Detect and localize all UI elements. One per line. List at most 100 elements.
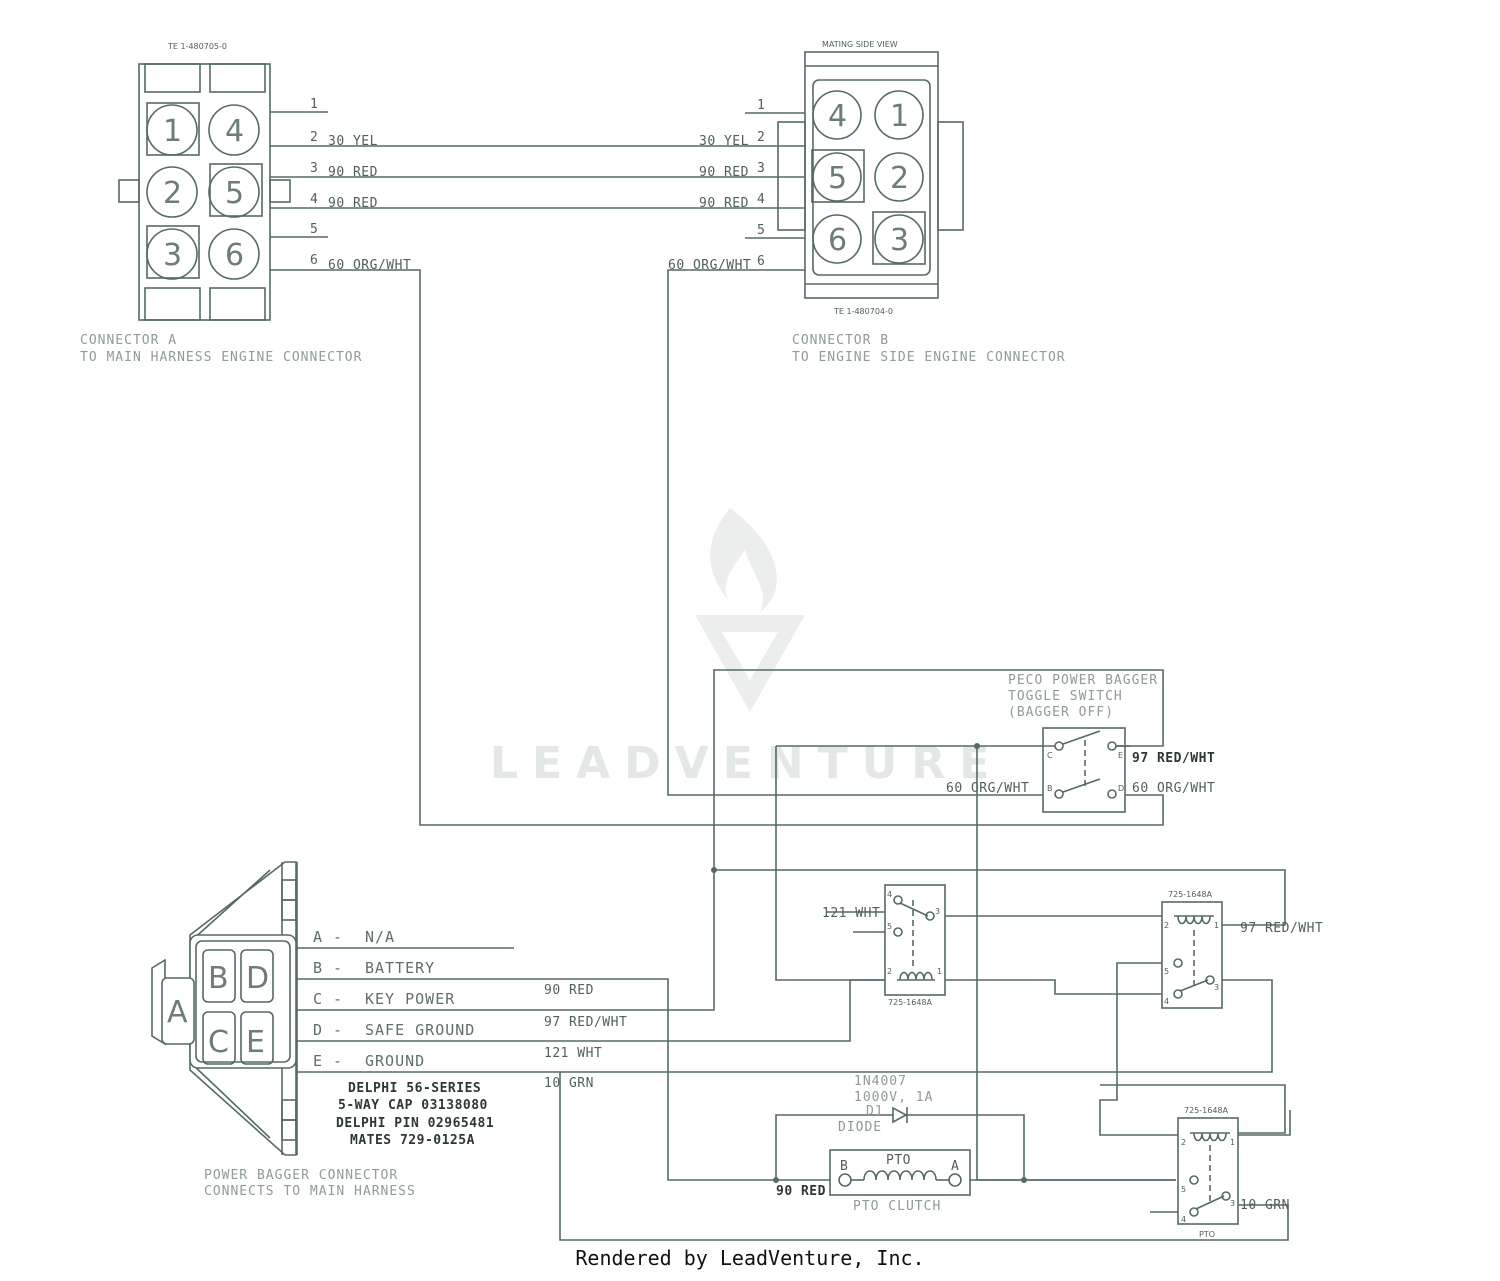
power-connector-caption: POWER BAGGER CONNECTOR [204, 1168, 398, 1183]
wire-number: 1 [757, 98, 765, 113]
relay-part-number: 725-1648A [1168, 890, 1213, 899]
cavity-label: E [246, 1025, 265, 1060]
connector-b-caption: TO ENGINE SIDE ENGINE CONNECTOR [792, 350, 1066, 365]
pin-name: GROUND [365, 1052, 425, 1070]
relay-part-number: 725-1648A [1184, 1106, 1229, 1115]
pin-name: N/A [365, 928, 395, 946]
diode-icon [892, 1106, 908, 1124]
pto-caption: PTO CLUTCH [853, 1199, 941, 1214]
connector-b-header: MATING SIDE VIEW [822, 40, 898, 49]
watermark: LEADVENTURE [490, 508, 989, 789]
wire-label: 121 WHT [822, 906, 880, 921]
pto-clutch: PTO B A PTO CLUTCH 90 RED [776, 1149, 971, 1214]
connector-spec: MATES 729-0125A [350, 1133, 475, 1148]
terminal-label: C [1047, 751, 1053, 760]
wire-label: 97 RED/WHT [1240, 921, 1323, 936]
connector-b-part-number: TE 1-480704-0 [833, 307, 893, 316]
pin-label: 2 [890, 161, 909, 196]
wire-number: 4 [757, 192, 765, 207]
terminal-label: 4 [1181, 1215, 1186, 1224]
wire-number: 4 [310, 192, 318, 207]
wire-label: 97 RED/WHT [544, 1015, 627, 1030]
wire-label: 121 WHT [544, 1046, 602, 1061]
connector-b-caption: CONNECTOR B [792, 333, 889, 348]
wire-label: 10 GRN [1240, 1198, 1290, 1213]
wire-label: 90 RED [544, 983, 594, 998]
connector-spec: DELPHI PIN 02965481 [336, 1116, 494, 1131]
connector-a-caption: TO MAIN HARNESS ENGINE CONNECTOR [80, 350, 362, 365]
toggle-label: PECO POWER BAGGER [1008, 673, 1158, 688]
terminal-label: 1 [1230, 1138, 1235, 1147]
pin-label: 4 [828, 99, 847, 134]
coil-icon [863, 1170, 937, 1181]
terminal-label: 2 [1164, 921, 1169, 930]
terminal-label: D [1118, 784, 1124, 793]
relay-1: 4 3 5 2 1 725-1648A 121 WHT [822, 884, 946, 1007]
pin-label: 3 [890, 223, 909, 258]
pin-label: 1 [890, 99, 909, 134]
wire-number: 2 [757, 130, 765, 145]
toggle-label: (BAGGER OFF) [1008, 705, 1114, 720]
harness-wires [297, 669, 1291, 1241]
terminal-label: 4 [1164, 997, 1169, 1006]
diode-label: 1N4007 [854, 1074, 907, 1089]
connector-a-part-number: TE 1-480705-0 [167, 42, 227, 51]
pin-label: 2 [163, 176, 182, 211]
pin-letter: C - [313, 990, 343, 1008]
terminal-label: E [1118, 751, 1123, 760]
pin-letter: E - [313, 1052, 343, 1070]
pin-label: 5 [828, 161, 847, 196]
diode-label: DIODE [838, 1120, 882, 1135]
pin-label: 6 [225, 238, 244, 273]
pin-name: BATTERY [365, 959, 435, 977]
wire-number: 3 [757, 161, 765, 176]
pto-terminal-b: B [840, 1159, 848, 1174]
relay-bottom-label: PTO [1199, 1230, 1215, 1239]
wire-number: 5 [310, 222, 318, 237]
connector-b: MATING SIDE VIEW TE 1-480704-0 4 1 5 2 6… [668, 40, 1066, 365]
terminal-label: B [1047, 784, 1053, 793]
wire-number: 2 [310, 130, 318, 145]
wire-number: 6 [310, 253, 318, 268]
wire-label: 10 GRN [544, 1076, 594, 1091]
a-b-wires [270, 145, 1164, 826]
terminal-label: 5 [887, 922, 892, 931]
wire-number: 6 [757, 254, 765, 269]
pin-label: 3 [163, 238, 182, 273]
pin-label: 5 [225, 176, 244, 211]
diode-label: 1000V, 1A [854, 1090, 933, 1105]
power-connector-caption: CONNECTS TO MAIN HARNESS [204, 1184, 416, 1199]
diode: 1N4007 1000V, 1A D1 DIODE [838, 1074, 933, 1135]
connector-a: TE 1-480705-0 1 4 2 5 3 6 1 2 3 4 5 6 30… [80, 42, 411, 365]
pto-terminal-a: A [951, 1159, 959, 1174]
v-logo-icon [695, 615, 805, 712]
wire-label: 60 ORG/WHT [1132, 781, 1215, 796]
pin-letter: B - [313, 959, 343, 977]
connector-a-caption: CONNECTOR A [80, 333, 177, 348]
power-bagger-connector: B D A C E A - B - C - D - E - N/A BATTER… [151, 861, 627, 1199]
pin-label: 4 [225, 114, 244, 149]
wire-number: 5 [757, 223, 765, 238]
pin-letter: A - [313, 928, 343, 946]
terminal-label: 3 [1214, 983, 1219, 992]
terminal-label: 1 [937, 967, 942, 976]
toggle-switch: PECO POWER BAGGER TOGGLE SWITCH (BAGGER … [946, 673, 1215, 813]
terminal-label: 1 [1214, 921, 1219, 930]
terminal-label: 5 [1181, 1185, 1186, 1194]
flame-logo-icon [710, 508, 777, 612]
pin-label: 1 [163, 114, 182, 149]
pin-name: SAFE GROUND [365, 1021, 475, 1039]
wire-label: 60 ORG/WHT [946, 781, 1029, 796]
terminal-label: 2 [1181, 1138, 1186, 1147]
wire-label: 90 RED [776, 1184, 826, 1199]
terminal-label: 3 [1230, 1199, 1235, 1208]
terminal-label: 4 [887, 890, 892, 899]
wire-number: 3 [310, 161, 318, 176]
pin-label: 6 [828, 223, 847, 258]
toggle-label: TOGGLE SWITCH [1008, 689, 1123, 704]
diode-label: D1 [866, 1104, 884, 1119]
wire-label: 97 RED/WHT [1132, 751, 1215, 766]
cavity-label: B [208, 961, 229, 996]
relay-part-number: 725-1648A [888, 998, 933, 1007]
